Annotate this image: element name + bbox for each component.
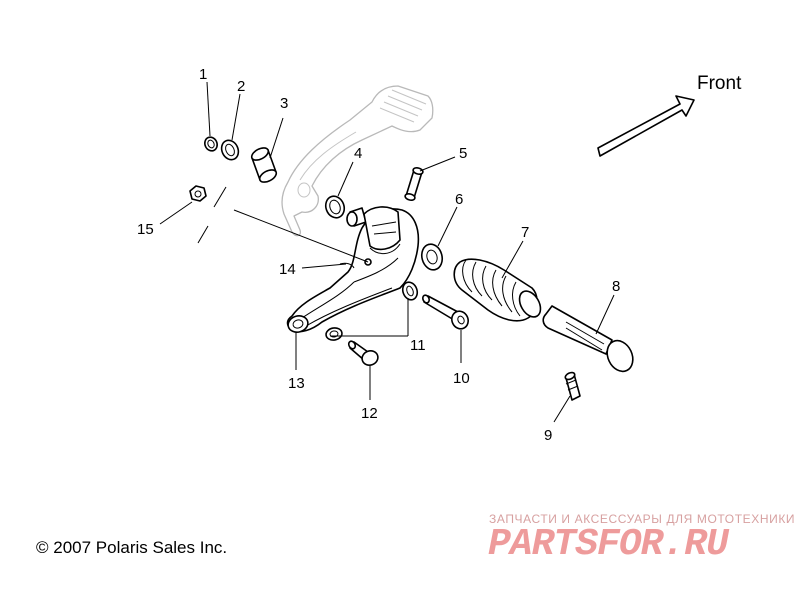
part-8-footpeg <box>542 305 634 373</box>
callout-2: 2 <box>237 78 245 95</box>
callout-12: 12 <box>361 405 378 422</box>
callout-13: 13 <box>288 375 305 392</box>
part-15-nut <box>189 185 207 202</box>
callout-8: 8 <box>612 278 620 295</box>
part-3-bushing <box>250 147 278 183</box>
watermark-tagline: ЗАПЧАСТИ И АКСЕССУАРЫ ДЛЯ МОТОТЕХНИКИ <box>489 512 796 526</box>
part-7-footpeg-rubber <box>453 258 542 322</box>
callout-3: 3 <box>280 95 288 112</box>
callout-11: 11 <box>410 337 426 354</box>
callout-1: 1 <box>199 66 207 83</box>
callout-6: 6 <box>455 191 463 208</box>
part-4-o-ring <box>324 195 346 219</box>
front-label: Front <box>697 73 742 94</box>
part-2-washer <box>220 139 240 161</box>
front-arrow: Front <box>597 73 742 157</box>
part-1-snap-ring <box>204 136 218 152</box>
centerline-dash-2 <box>197 225 209 244</box>
leader-lines <box>159 81 615 423</box>
part-6-washer <box>420 243 444 271</box>
part-10-bolt <box>421 294 469 330</box>
assembly-centerline <box>233 209 369 263</box>
callout-4: 4 <box>354 145 362 162</box>
part-11-washers <box>325 281 419 341</box>
watermark-logo: PARTSFOR.RU <box>488 523 729 566</box>
callout-15: 15 <box>137 221 154 238</box>
callout-7: 7 <box>521 224 529 241</box>
ghost-brake-pedal <box>281 85 434 237</box>
callout-10: 10 <box>453 370 470 387</box>
shift-lever <box>286 206 420 333</box>
callout-9: 9 <box>544 427 552 444</box>
callout-5: 5 <box>459 145 467 162</box>
copyright-notice: © 2007 Polaris Sales Inc. <box>36 538 228 557</box>
part-5-pin <box>404 167 424 201</box>
centerline-dash-1 <box>213 186 227 208</box>
part-9-stud <box>564 371 581 401</box>
callout-14: 14 <box>279 261 296 278</box>
part-12-bolt <box>347 340 379 366</box>
